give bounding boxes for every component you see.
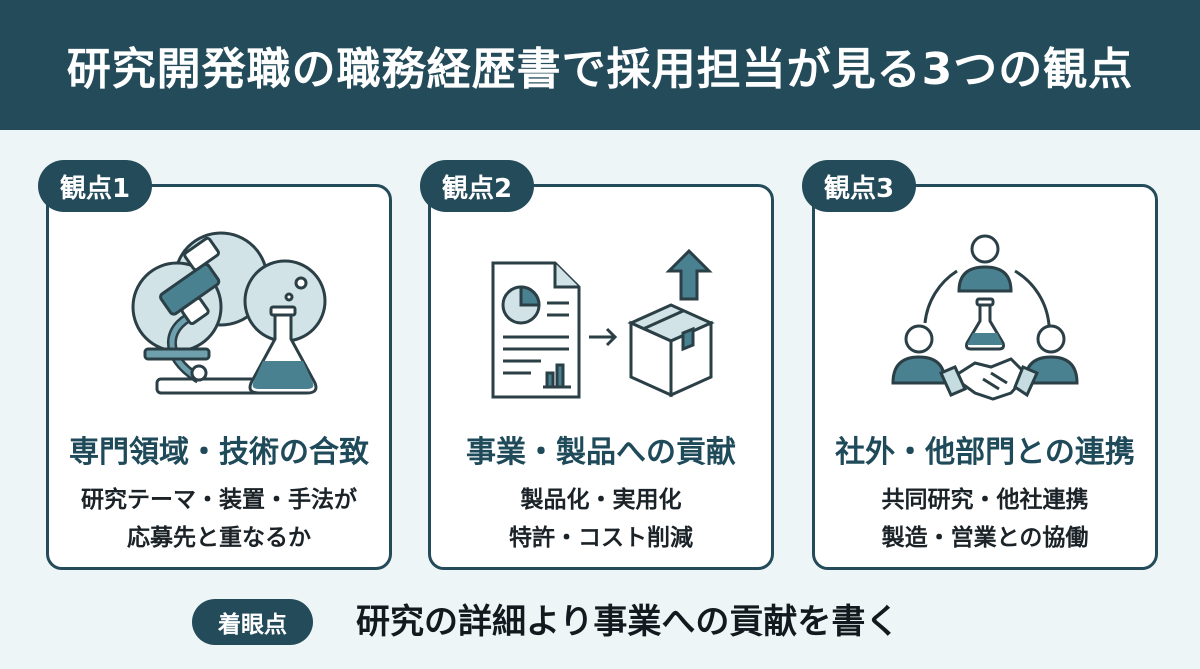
card-2-desc: 製品化・実用化 特許・コスト削減 (431, 481, 771, 557)
card-2-tab: 観点2 (420, 160, 535, 212)
card-2-title: 事業・製品への貢献 (466, 435, 736, 470)
card-1-desc-line-2: 応募先と重なるか (127, 525, 311, 551)
card-2-desc-line-2: 特許・コスト削減 (509, 525, 693, 551)
card-1: 専門領域・技術の合致 研究テーマ・装置・手法が 応募先と重なるか (46, 184, 392, 570)
header-banner: 研究開発職の職務経歴書で採用担当が見る3つの観点 (0, 0, 1200, 130)
card-1-tab: 観点1 (38, 160, 153, 212)
card-3-title: 社外・他部門との連携 (835, 435, 1135, 470)
card-2: 事業・製品への貢献 製品化・実用化 特許・コスト削減 (428, 184, 774, 570)
footer-badge: 着眼点 (192, 599, 313, 645)
card-3: 社外・他部門との連携 共同研究・他社連携 製造・営業との協働 (812, 184, 1158, 570)
collaboration-network-icon (891, 234, 1079, 401)
card-3-desc: 共同研究・他社連携 製造・営業との協働 (815, 481, 1155, 557)
card-1-desc-line-1: 研究テーマ・装置・手法が (81, 487, 357, 513)
microscope-flask-icon (131, 231, 327, 395)
card-3-desc-line-1: 共同研究・他社連携 (881, 487, 1089, 513)
card-3-tab: 観点3 (802, 160, 917, 212)
card-3-desc-line-2: 製造・営業との協働 (881, 525, 1089, 551)
page-title: 研究開発職の職務経歴書で採用担当が見る3つの観点 (66, 44, 1134, 95)
card-1-desc: 研究テーマ・装置・手法が 応募先と重なるか (49, 481, 389, 557)
card-2-desc-line-1: 製品化・実用化 (520, 487, 682, 513)
footer-message: 研究の詳細より事業への貢献を書く (356, 602, 900, 642)
report-to-product-icon (491, 248, 715, 399)
card-1-title: 専門領域・技術の合致 (69, 435, 369, 470)
